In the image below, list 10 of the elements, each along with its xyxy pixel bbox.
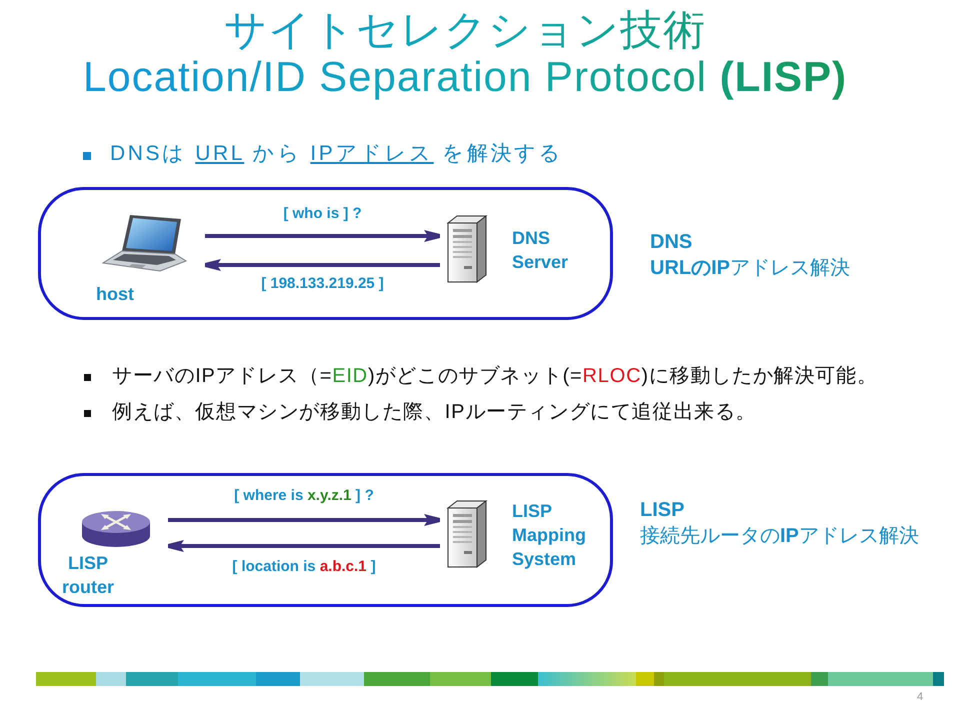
- device-label: LISP Mapping System: [512, 500, 586, 571]
- device-label: DNS Server: [512, 227, 568, 274]
- bullet-text: DNSは URL から IPアドレス を解決する: [110, 141, 564, 167]
- device-label: LISP router: [62, 552, 114, 599]
- side-note: DNS URLのIPアドレス解決: [650, 230, 850, 281]
- bullet-text: サーバのIPアドレス（=EID)がどこのサブネット(=RLOC)に移動したか解決可能。: [112, 364, 878, 389]
- page-number: 4: [917, 690, 924, 704]
- device-label: host: [96, 283, 134, 306]
- bullet-text: 例えば、仮想マシンが移動した際、IPルーティングにて追従出来る。: [112, 400, 756, 425]
- side-note: LISP 接続先ルータのIPアドレス解決: [640, 498, 919, 549]
